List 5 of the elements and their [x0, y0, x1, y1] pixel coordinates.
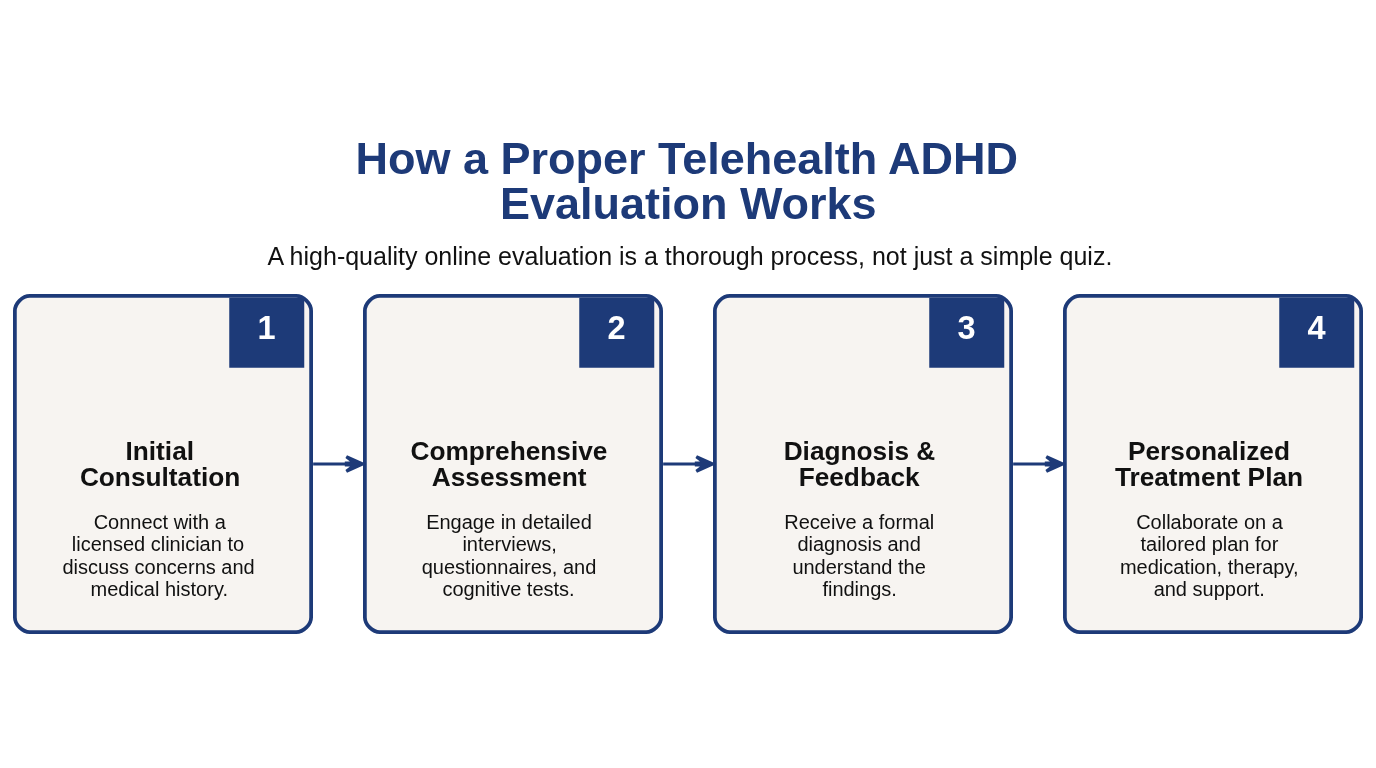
arrow [313, 455, 365, 473]
arrow [663, 455, 715, 473]
arrow [1013, 455, 1065, 473]
diagram-title: How a Proper Telehealth ADHD Evaluation Works [355, 132, 1019, 229]
caption: A high-quality online evaluation is a thorough process, not just a simple quiz. [267, 242, 1113, 271]
